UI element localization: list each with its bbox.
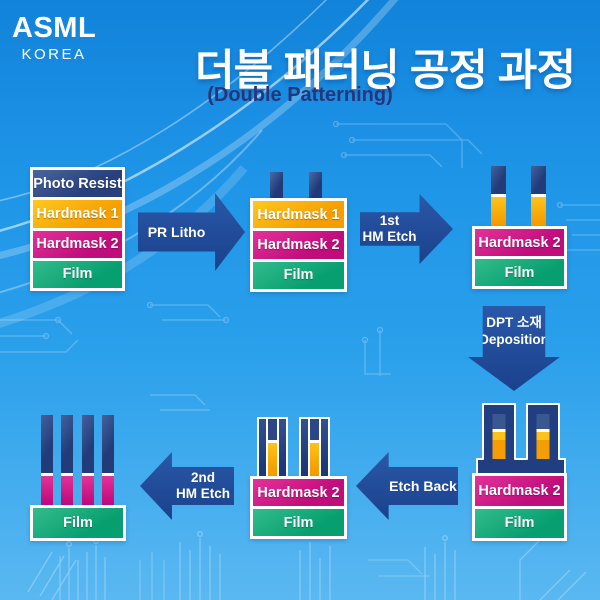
layer-film: Film — [253, 509, 344, 536]
layer-film: Film — [475, 508, 564, 538]
page-subtitle: (Double Patterning) — [207, 84, 393, 106]
layer-hardmask-2: Hardmask 2 — [253, 479, 344, 506]
final-line — [102, 415, 114, 508]
spacer-segment — [61, 415, 73, 473]
layer-hardmask-2: Hardmask 2 — [475, 229, 564, 256]
stack-after-pr-litho: Hardmask 1 Hardmask 2 Film — [250, 198, 347, 292]
stack-after-deposition: Hardmask 2 Film — [472, 473, 567, 541]
layer-film: Film — [33, 508, 123, 538]
spacer-group — [257, 417, 288, 478]
layer-hardmask-2: Hardmask 2 — [33, 230, 122, 258]
hardmask2-segment — [82, 476, 94, 508]
pillar-hardmask1-segment — [268, 443, 277, 476]
layer-hardmask-1: Hardmask 1 — [33, 200, 122, 228]
layer-film: Film — [475, 259, 564, 286]
arrow-label: HM Etch — [176, 486, 230, 501]
pillar-resist-segment — [491, 166, 506, 194]
arrow-label: 2nd — [190, 469, 215, 485]
spacer-sidewall — [279, 419, 286, 476]
pillar-resist-segment — [310, 419, 319, 440]
stack-after-1st-hm-etch: Hardmask 2 Film — [472, 226, 567, 289]
stack-final: Film — [30, 505, 126, 541]
resist-pillar — [309, 172, 322, 201]
layer-hardmask-1: Hardmask 1 — [253, 201, 344, 229]
logo-brand-text: ASML — [12, 12, 97, 44]
spacer-segment — [82, 415, 94, 473]
page-title: 더블 패터닝 공정 과정 — [195, 47, 576, 95]
pillar-hardmask1-segment — [310, 443, 319, 476]
asml-korea-logo: ASML KOREA — [12, 12, 97, 64]
arrow-label: 1st — [379, 212, 400, 228]
pillar-hardmask1-segment — [531, 197, 546, 228]
deposition-crown — [476, 403, 566, 476]
final-line — [82, 415, 94, 508]
pillar-resist-segment — [531, 166, 546, 194]
logo-region-text: KOREA — [21, 46, 87, 63]
spacer-segment — [41, 415, 53, 473]
arrow-label: Deposition — [479, 331, 549, 347]
spacer-group — [299, 417, 330, 478]
layer-hardmask-2: Hardmask 2 — [253, 231, 344, 259]
arrow-label: PR Litho — [147, 223, 206, 240]
spacer-sidewall — [259, 419, 266, 476]
resist-pillar — [270, 172, 283, 201]
layer-photo-resist: Photo Resist — [33, 170, 122, 198]
spacer-segment — [102, 415, 114, 473]
pillar-resist-segment — [268, 419, 277, 440]
stack-initial: Photo Resist Hardmask 1 Hardmask 2 Film — [30, 167, 125, 291]
etched-pillar — [531, 166, 546, 228]
hardmask2-segment — [102, 476, 114, 508]
spacer-sidewall — [301, 419, 308, 476]
layer-hardmask-2: Hardmask 2 — [475, 476, 564, 506]
hardmask2-segment — [61, 476, 73, 508]
layer-film: Film — [33, 260, 122, 288]
pillar-hardmask1-segment — [491, 197, 506, 228]
arrow-label: DPT 소재 — [486, 315, 542, 331]
hardmask2-segment — [41, 476, 53, 508]
spacer-sidewall — [321, 419, 328, 476]
layer-film: Film — [253, 261, 344, 289]
arrow-label: HM Etch — [362, 229, 417, 244]
final-line — [41, 415, 53, 508]
stack-after-etch-back: Hardmask 2 Film — [250, 476, 347, 539]
final-line — [61, 415, 73, 508]
etched-pillar — [491, 166, 506, 228]
arrow-label: Etch Back — [389, 477, 457, 494]
